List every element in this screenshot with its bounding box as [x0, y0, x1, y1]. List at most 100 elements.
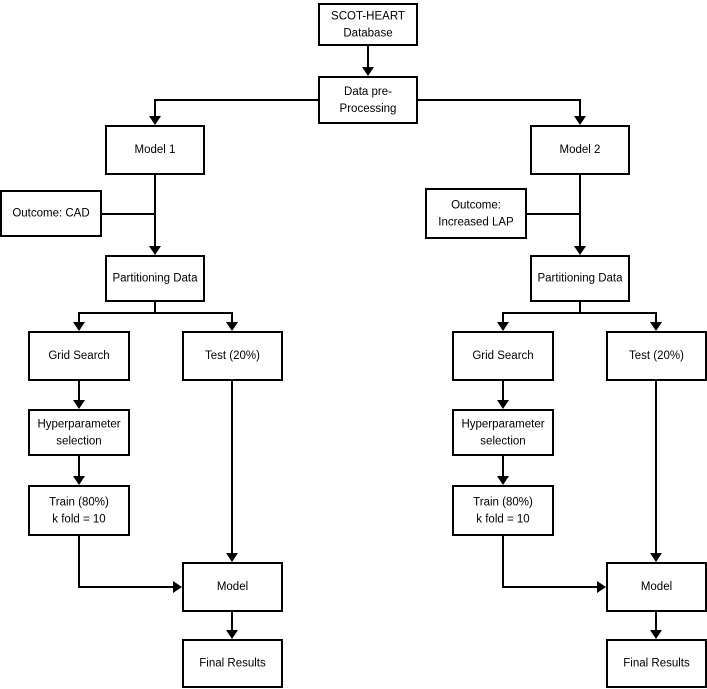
edge-e-part-test-l	[155, 312, 238, 331]
node-box[interactable]	[105, 125, 205, 175]
node-label-line1: Model	[217, 581, 248, 593]
node-results_l[interactable]: Final Results	[182, 639, 283, 688]
node-label-line1: Test (20%)	[629, 350, 684, 362]
node-label-line2: Processing	[340, 103, 397, 115]
node-label-line1: Outcome: CAD	[12, 208, 89, 220]
node-label-line2: Increased LAP	[438, 217, 514, 229]
edge-e-hyper-train-r	[497, 456, 509, 485]
edge-e-scot-pre	[362, 46, 374, 76]
edge-line	[418, 99, 581, 119]
node-model_l[interactable]: Model	[182, 562, 283, 612]
edge-e-model2-part	[574, 175, 586, 255]
node-label-line1: SCOT-HEART	[331, 11, 405, 23]
node-grid_r[interactable]: Grid Search	[452, 331, 554, 381]
edge-line	[502, 536, 600, 588]
node-preprocessing[interactable]: Data pre- Processing	[318, 76, 418, 124]
node-test_r[interactable]: Test (20%)	[606, 331, 707, 381]
node-box[interactable]	[530, 125, 630, 175]
node-partition_l[interactable]: Partitioning Data	[105, 255, 205, 302]
node-label-line1: Test (20%)	[205, 350, 260, 362]
node-label-line1: Outcome:	[451, 200, 501, 212]
arrow-head-icon	[574, 116, 586, 125]
node-label-line1: Partitioning Data	[112, 273, 198, 285]
arrow-head-icon	[497, 400, 509, 409]
node-train_r[interactable]: Train (80%) k fold = 10	[452, 485, 554, 536]
node-label-line2: Database	[343, 28, 392, 40]
node-label-line1: Train (80%)	[473, 497, 533, 509]
arrow-head-icon	[597, 581, 606, 593]
node-model2[interactable]: Model 2	[530, 125, 630, 175]
node-grid_l[interactable]: Grid Search	[28, 331, 130, 381]
arrow-head-icon	[650, 630, 662, 639]
edge-e-model-results-l	[226, 612, 238, 639]
node-box[interactable]	[28, 331, 130, 381]
arrow-head-icon	[73, 400, 85, 409]
node-box[interactable]	[0, 190, 102, 237]
node-box[interactable]	[606, 562, 707, 612]
node-hyper_r[interactable]: Hyperparameter selection	[452, 409, 554, 456]
node-test_l[interactable]: Test (20%)	[182, 331, 283, 381]
node-label-line1: Train (80%)	[49, 497, 109, 509]
node-box[interactable]	[530, 255, 630, 302]
node-results_r[interactable]: Final Results	[606, 639, 707, 688]
node-box[interactable]	[452, 485, 554, 536]
arrow-head-icon	[362, 67, 374, 76]
edge-e-hyper-train-l	[73, 456, 85, 485]
node-box[interactable]	[28, 485, 130, 536]
arrow-head-icon	[149, 116, 161, 125]
edge-line	[580, 312, 657, 325]
arrow-head-icon	[173, 581, 182, 593]
edge-e-pre-model1	[149, 99, 318, 125]
node-label-line1: Grid Search	[48, 350, 109, 362]
edge-line	[155, 312, 233, 325]
node-scot_heart[interactable]: SCOT-HEART Database	[318, 3, 418, 46]
node-label-line2: selection	[480, 436, 525, 448]
node-box[interactable]	[425, 188, 527, 239]
edge-line	[78, 536, 176, 588]
node-box[interactable]	[182, 331, 283, 381]
node-label-line1: Model 1	[135, 144, 176, 156]
edge-e-model-results-r	[650, 612, 662, 639]
node-label-line1: Grid Search	[472, 350, 533, 362]
arrow-head-icon	[73, 476, 85, 485]
arrow-head-icon	[574, 246, 586, 255]
node-box[interactable]	[318, 76, 418, 124]
node-label-line2: k fold = 10	[476, 514, 529, 526]
arrow-head-icon	[149, 246, 161, 255]
node-box[interactable]	[606, 331, 707, 381]
node-box[interactable]	[452, 409, 554, 456]
node-label-line1: Model	[641, 581, 672, 593]
node-train_l[interactable]: Train (80%)k fold = 10	[28, 485, 130, 536]
edges-layer	[73, 46, 662, 639]
node-label-line1: Model 2	[560, 144, 601, 156]
edge-e-train-model-r	[502, 536, 606, 593]
node-model_r[interactable]: Model	[606, 562, 707, 612]
node-partition_r[interactable]: Partitioning Data	[530, 255, 630, 302]
edge-e-train-model-l	[78, 536, 182, 593]
node-label-line1: Data pre-	[344, 86, 392, 98]
edge-line	[78, 302, 156, 325]
arrow-head-icon	[650, 322, 662, 331]
node-label-line1: Hyperparameter	[461, 419, 544, 431]
node-box[interactable]	[182, 562, 283, 612]
node-box[interactable]	[452, 331, 554, 381]
edge-line	[502, 302, 581, 325]
arrow-head-icon	[226, 553, 238, 562]
node-box[interactable]	[105, 255, 205, 302]
edge-e-grid-hyper-l	[73, 381, 85, 409]
node-box[interactable]	[606, 639, 707, 688]
arrow-head-icon	[226, 322, 238, 331]
node-label-line1: Hyperparameter	[37, 419, 120, 431]
edge-e-grid-hyper-r	[497, 381, 509, 409]
node-model1[interactable]: Model 1	[105, 125, 205, 175]
node-box[interactable]	[182, 639, 283, 688]
node-outcome_cad[interactable]: Outcome: CAD	[0, 190, 102, 237]
node-label-line1: Final Results	[199, 658, 266, 670]
node-box[interactable]	[318, 3, 418, 46]
node-outcome_lap[interactable]: Outcome: Increased LAP	[425, 188, 527, 239]
node-box[interactable]	[28, 409, 130, 456]
edge-line	[154, 99, 318, 119]
